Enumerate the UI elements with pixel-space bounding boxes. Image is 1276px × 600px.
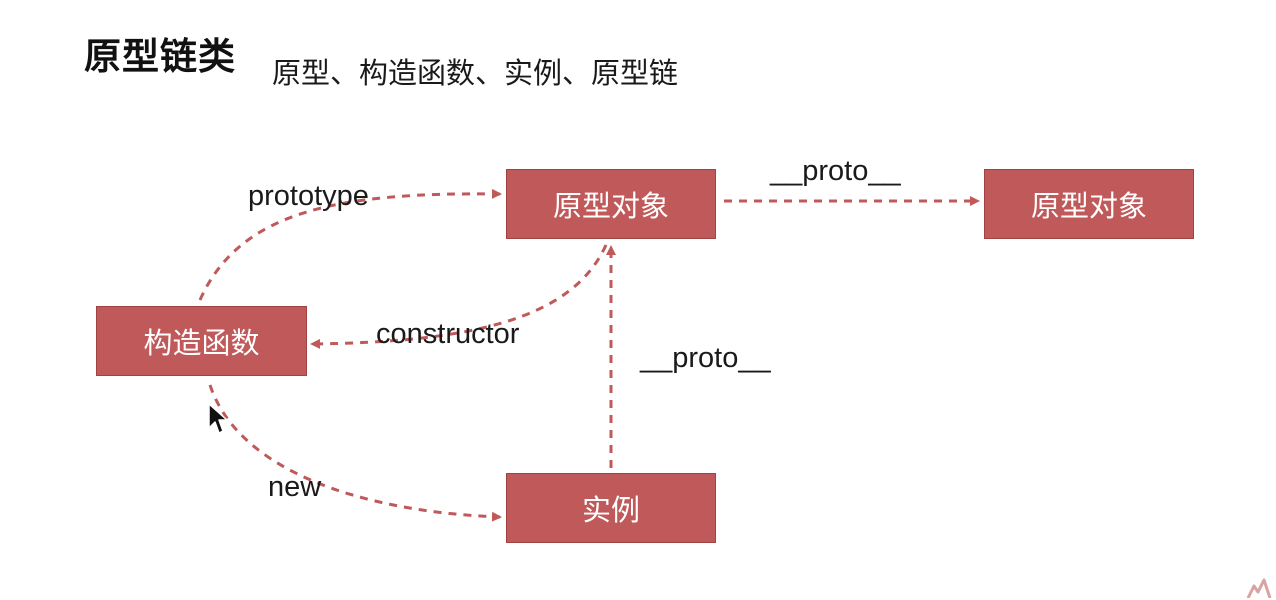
edge-label-new: new <box>268 471 322 503</box>
edge-label-proto-instance: __proto__ <box>640 342 771 374</box>
page-title: 原型链类 <box>84 35 236 78</box>
node-prototype-object: 原型对象 <box>506 169 716 239</box>
edge-label-prototype: prototype <box>248 180 369 212</box>
corner-decoration-icon <box>1246 578 1272 598</box>
edge-label-proto-top: __proto__ <box>770 155 901 187</box>
page-subtitle: 原型、构造函数、实例、原型链 <box>272 56 679 90</box>
mouse-cursor-icon <box>208 403 228 434</box>
node-prototype-object-next: 原型对象 <box>984 169 1194 239</box>
node-instance: 实例 <box>506 473 716 543</box>
edge-constructor-to-instance <box>208 384 502 522</box>
edge-label-constructor: constructor <box>376 318 520 350</box>
node-constructor: 构造函数 <box>96 306 307 376</box>
